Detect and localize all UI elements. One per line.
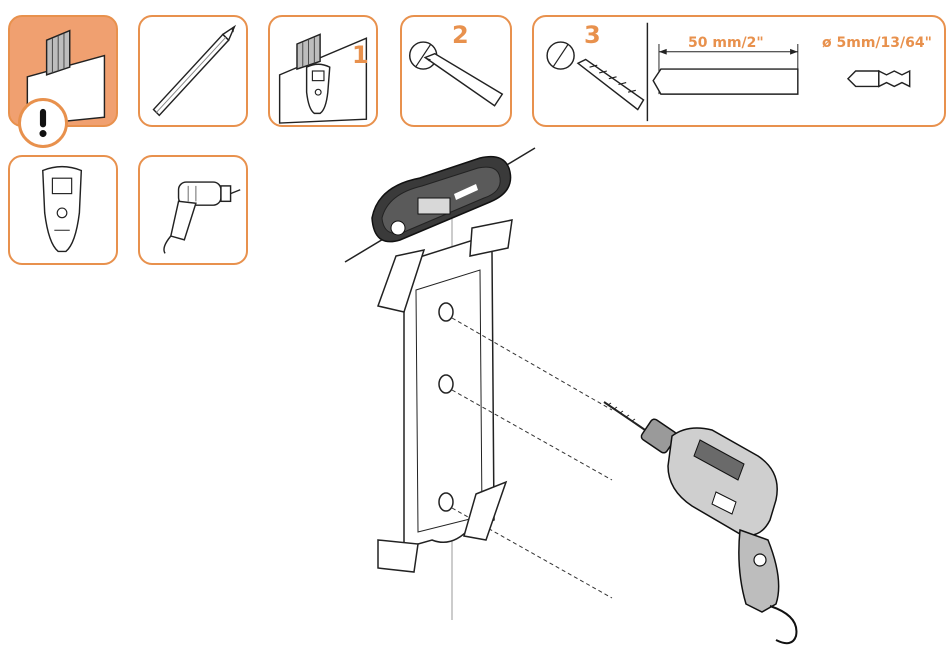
step3-number: 3 — [584, 21, 601, 49]
guide-line-top — [451, 317, 613, 411]
drill-bit-specification-illustration — [546, 22, 911, 122]
step2-panel: 2 — [400, 15, 512, 127]
stud-detector-icon — [42, 165, 83, 253]
power-drill-icon — [163, 181, 241, 254]
power-drill-device — [640, 418, 798, 645]
detector-panel — [8, 155, 118, 265]
step1-panel: 1 — [268, 15, 378, 127]
stud-detector-on-wall-illustration — [278, 33, 368, 124]
hole-marker-top — [438, 302, 454, 322]
pencil-marking-illustration — [408, 41, 504, 107]
tape-top-right — [469, 219, 513, 257]
drill-length-label: 50 mm/2" — [688, 35, 764, 51]
drill-diameter-label: ø 5mm/13/64" — [822, 35, 932, 51]
hole-marker-middle — [438, 374, 454, 394]
step1-number: 1 — [352, 41, 369, 69]
pencil-panel — [138, 15, 248, 127]
step2-number: 2 — [452, 21, 469, 49]
stud-detector-device — [371, 155, 512, 243]
step3-panel: 3 50 mm/2" ø 5mm/13/64" — [532, 15, 946, 127]
pencil-icon — [152, 24, 237, 117]
drill-panel — [138, 155, 248, 265]
exclamation-icon — [18, 98, 68, 148]
tape-bottom-left — [377, 539, 419, 573]
tape-top-left — [377, 248, 426, 313]
hole-marker-bottom — [438, 492, 454, 512]
guide-line-middle — [451, 389, 613, 481]
tape-bottom-right — [463, 480, 508, 541]
